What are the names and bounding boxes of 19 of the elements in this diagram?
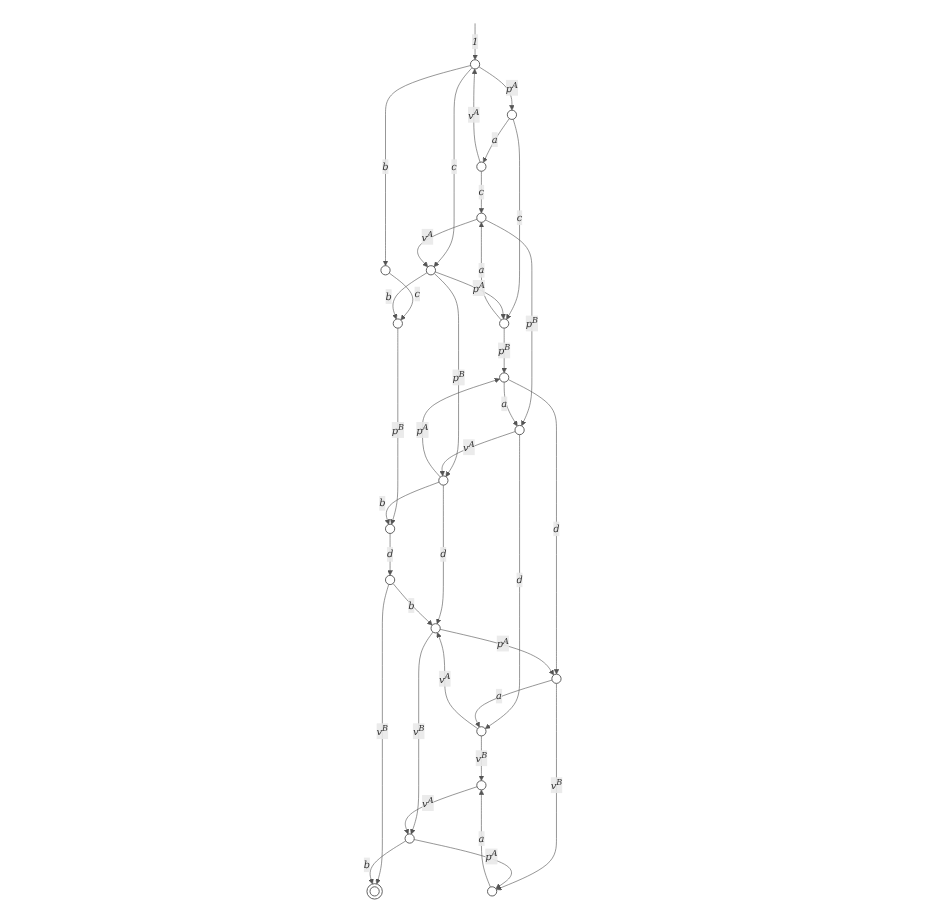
node-circle <box>385 523 396 534</box>
node-circle <box>380 265 391 276</box>
node-circle <box>430 623 441 634</box>
node-circle <box>499 372 510 383</box>
node-circle <box>392 318 403 329</box>
node-circle <box>404 833 415 844</box>
node-circle <box>476 212 487 223</box>
node-circle <box>476 726 487 737</box>
node-circle <box>551 673 562 684</box>
node-circle <box>506 109 517 120</box>
node-circle <box>476 780 487 791</box>
node-circle <box>469 59 481 70</box>
node-circle <box>514 424 525 436</box>
node-circle <box>425 265 436 276</box>
node-circle <box>487 886 498 897</box>
node-circle <box>499 318 510 329</box>
node-circle <box>476 161 487 172</box>
node-circle <box>385 574 396 586</box>
node-circle <box>438 475 449 486</box>
